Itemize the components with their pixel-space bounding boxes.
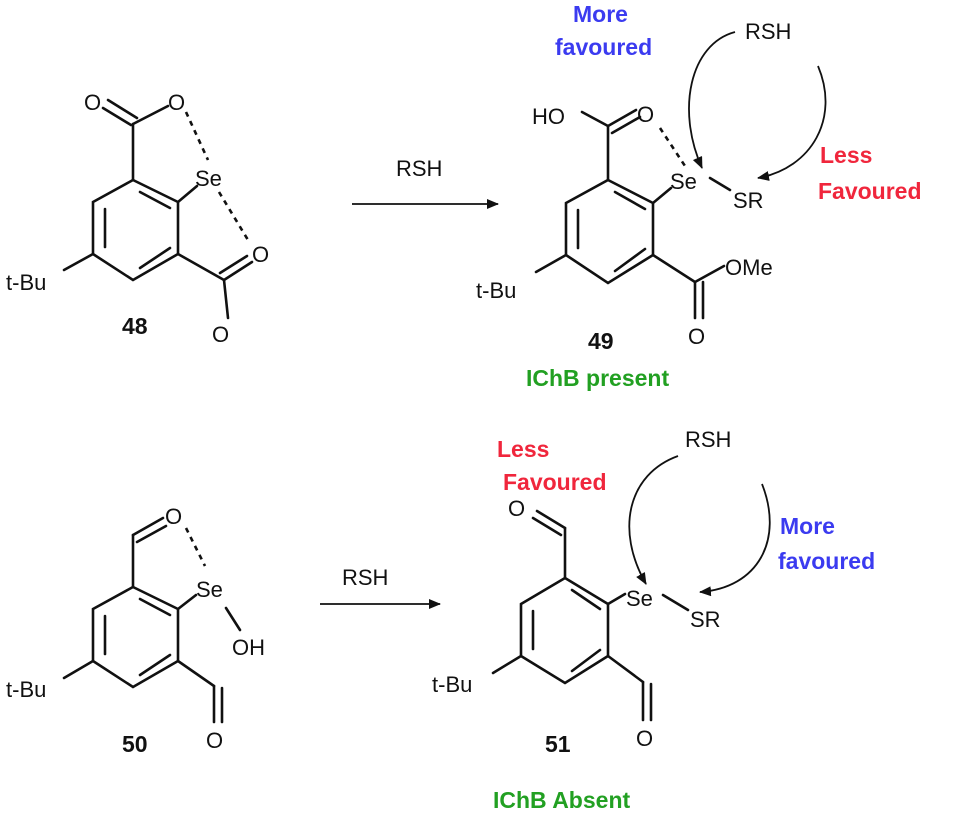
- c-oh-bond: [580, 110, 610, 128]
- atom-label: O: [168, 90, 185, 115]
- ring-double-bond: [138, 246, 172, 270]
- c-o-double-bond: [222, 260, 254, 282]
- more-favoured-label: More: [573, 1, 628, 27]
- atom-label: O: [206, 728, 223, 753]
- more-favoured-label: More: [780, 513, 835, 539]
- compound-51: O Se SR O t-Bu 51 IChB Absent RSH Less F…: [432, 427, 875, 813]
- less-favoured-attack-arrow: [757, 65, 827, 181]
- atom-label: O: [212, 322, 229, 347]
- ring-to-se-bond: [651, 186, 673, 205]
- c-ome-bond: [693, 264, 726, 284]
- less-favoured-label: Favoured: [503, 469, 607, 495]
- c-o-double-bond: [131, 516, 165, 537]
- less-favoured-label: Less: [497, 436, 549, 462]
- compound-number: 49: [588, 328, 614, 354]
- atom-label: O: [508, 496, 525, 521]
- atom-label: t-Bu: [476, 278, 516, 303]
- c-o-double-bond: [106, 98, 139, 120]
- ring-to-tbu-bond: [62, 252, 95, 272]
- reaction-arrow-bottom: RSH: [320, 565, 441, 609]
- reaction-arrow-top: RSH: [352, 156, 499, 209]
- c-ome-bond: [222, 278, 230, 320]
- atom-label: O: [165, 504, 182, 529]
- ring-double-bond: [570, 648, 602, 673]
- ring-double-bond: [613, 190, 647, 211]
- chalcogen-bond-dashed: [658, 127, 687, 167]
- more-favoured-attack-arrow: [699, 483, 771, 597]
- atom-label: OH: [232, 635, 265, 660]
- se-s-bond: [708, 176, 732, 192]
- se-oh-bond: [224, 606, 242, 632]
- ring-to-tbu-bond: [534, 253, 568, 274]
- ring-double-bond: [613, 247, 647, 273]
- c-o-double-bond: [606, 108, 638, 128]
- more-favoured-label: favoured: [778, 548, 875, 574]
- atom-label: SR: [733, 188, 764, 213]
- se-s-bond: [661, 593, 690, 612]
- less-favoured-attack-arrow: [628, 455, 679, 585]
- atom-label: Se: [195, 166, 222, 191]
- ring-to-ester-bond: [651, 253, 697, 284]
- atom-label: O: [688, 324, 705, 349]
- c-o-double-bond: [101, 106, 133, 127]
- chalcogen-bond-dashed: [184, 111, 210, 161]
- reagent-label: RSH: [396, 156, 442, 181]
- ring-to-aldehyde-bond: [606, 654, 645, 684]
- c-o-double-bond: [535, 509, 567, 530]
- compound-number: 48: [122, 313, 148, 339]
- ring-double-bond: [138, 190, 172, 210]
- atom-label: O: [252, 242, 269, 267]
- ichb-note: IChB present: [526, 365, 669, 391]
- atom-label: t-Bu: [432, 672, 472, 697]
- ring-double-bond: [138, 653, 172, 677]
- ring-double-bond: [138, 597, 172, 617]
- atom-label: O: [637, 102, 654, 127]
- compound-number: 51: [545, 731, 571, 757]
- compound-number: 50: [122, 731, 148, 757]
- atom-label: OMe: [725, 255, 773, 280]
- less-favoured-label: Favoured: [818, 178, 922, 204]
- attack-reagent-label: RSH: [745, 19, 791, 44]
- atom-label: HO: [532, 104, 565, 129]
- less-favoured-label: Less: [820, 142, 872, 168]
- atom-label: Se: [196, 577, 223, 602]
- ring-to-tbu-bond: [491, 654, 523, 675]
- ring-to-ester-bond: [176, 252, 226, 282]
- more-favoured-label: favoured: [555, 34, 652, 60]
- c-o-double-bond: [531, 516, 563, 537]
- c-o-double-bond: [218, 254, 249, 275]
- attack-reagent-label: RSH: [685, 427, 731, 452]
- ring-to-aldehyde-bond: [176, 659, 216, 688]
- c-o-double-bond: [610, 115, 642, 135]
- ichb-note: IChB Absent: [493, 787, 630, 813]
- compound-50: O Se OH O t-Bu 50: [6, 504, 265, 757]
- c-o-single-bond: [131, 104, 170, 126]
- ring-to-se-bond: [606, 592, 627, 606]
- atom-label: O: [84, 90, 101, 115]
- atom-label: Se: [626, 586, 653, 611]
- atom-label: t-Bu: [6, 677, 46, 702]
- atom-label: t-Bu: [6, 270, 46, 295]
- chalcogen-bond-dashed: [184, 527, 207, 567]
- reagent-label: RSH: [342, 565, 388, 590]
- ring-to-tbu-bond: [62, 659, 95, 680]
- atom-label: SR: [690, 607, 721, 632]
- ring-double-bond: [570, 588, 602, 611]
- chalcogen-bond-dashed: [217, 191, 250, 241]
- compound-49: HO O Se SR OMe O t-Bu 49 IChB present RS…: [476, 1, 922, 391]
- c-o-double-bond: [135, 524, 168, 544]
- compound-48: O O Se O O t-Bu 48: [6, 90, 269, 347]
- ring-to-se-bond: [176, 593, 198, 611]
- atom-label: O: [636, 726, 653, 751]
- atom-label: Se: [670, 169, 697, 194]
- more-favoured-attack-arrow: [688, 31, 736, 169]
- ring-to-se-bond: [176, 184, 199, 204]
